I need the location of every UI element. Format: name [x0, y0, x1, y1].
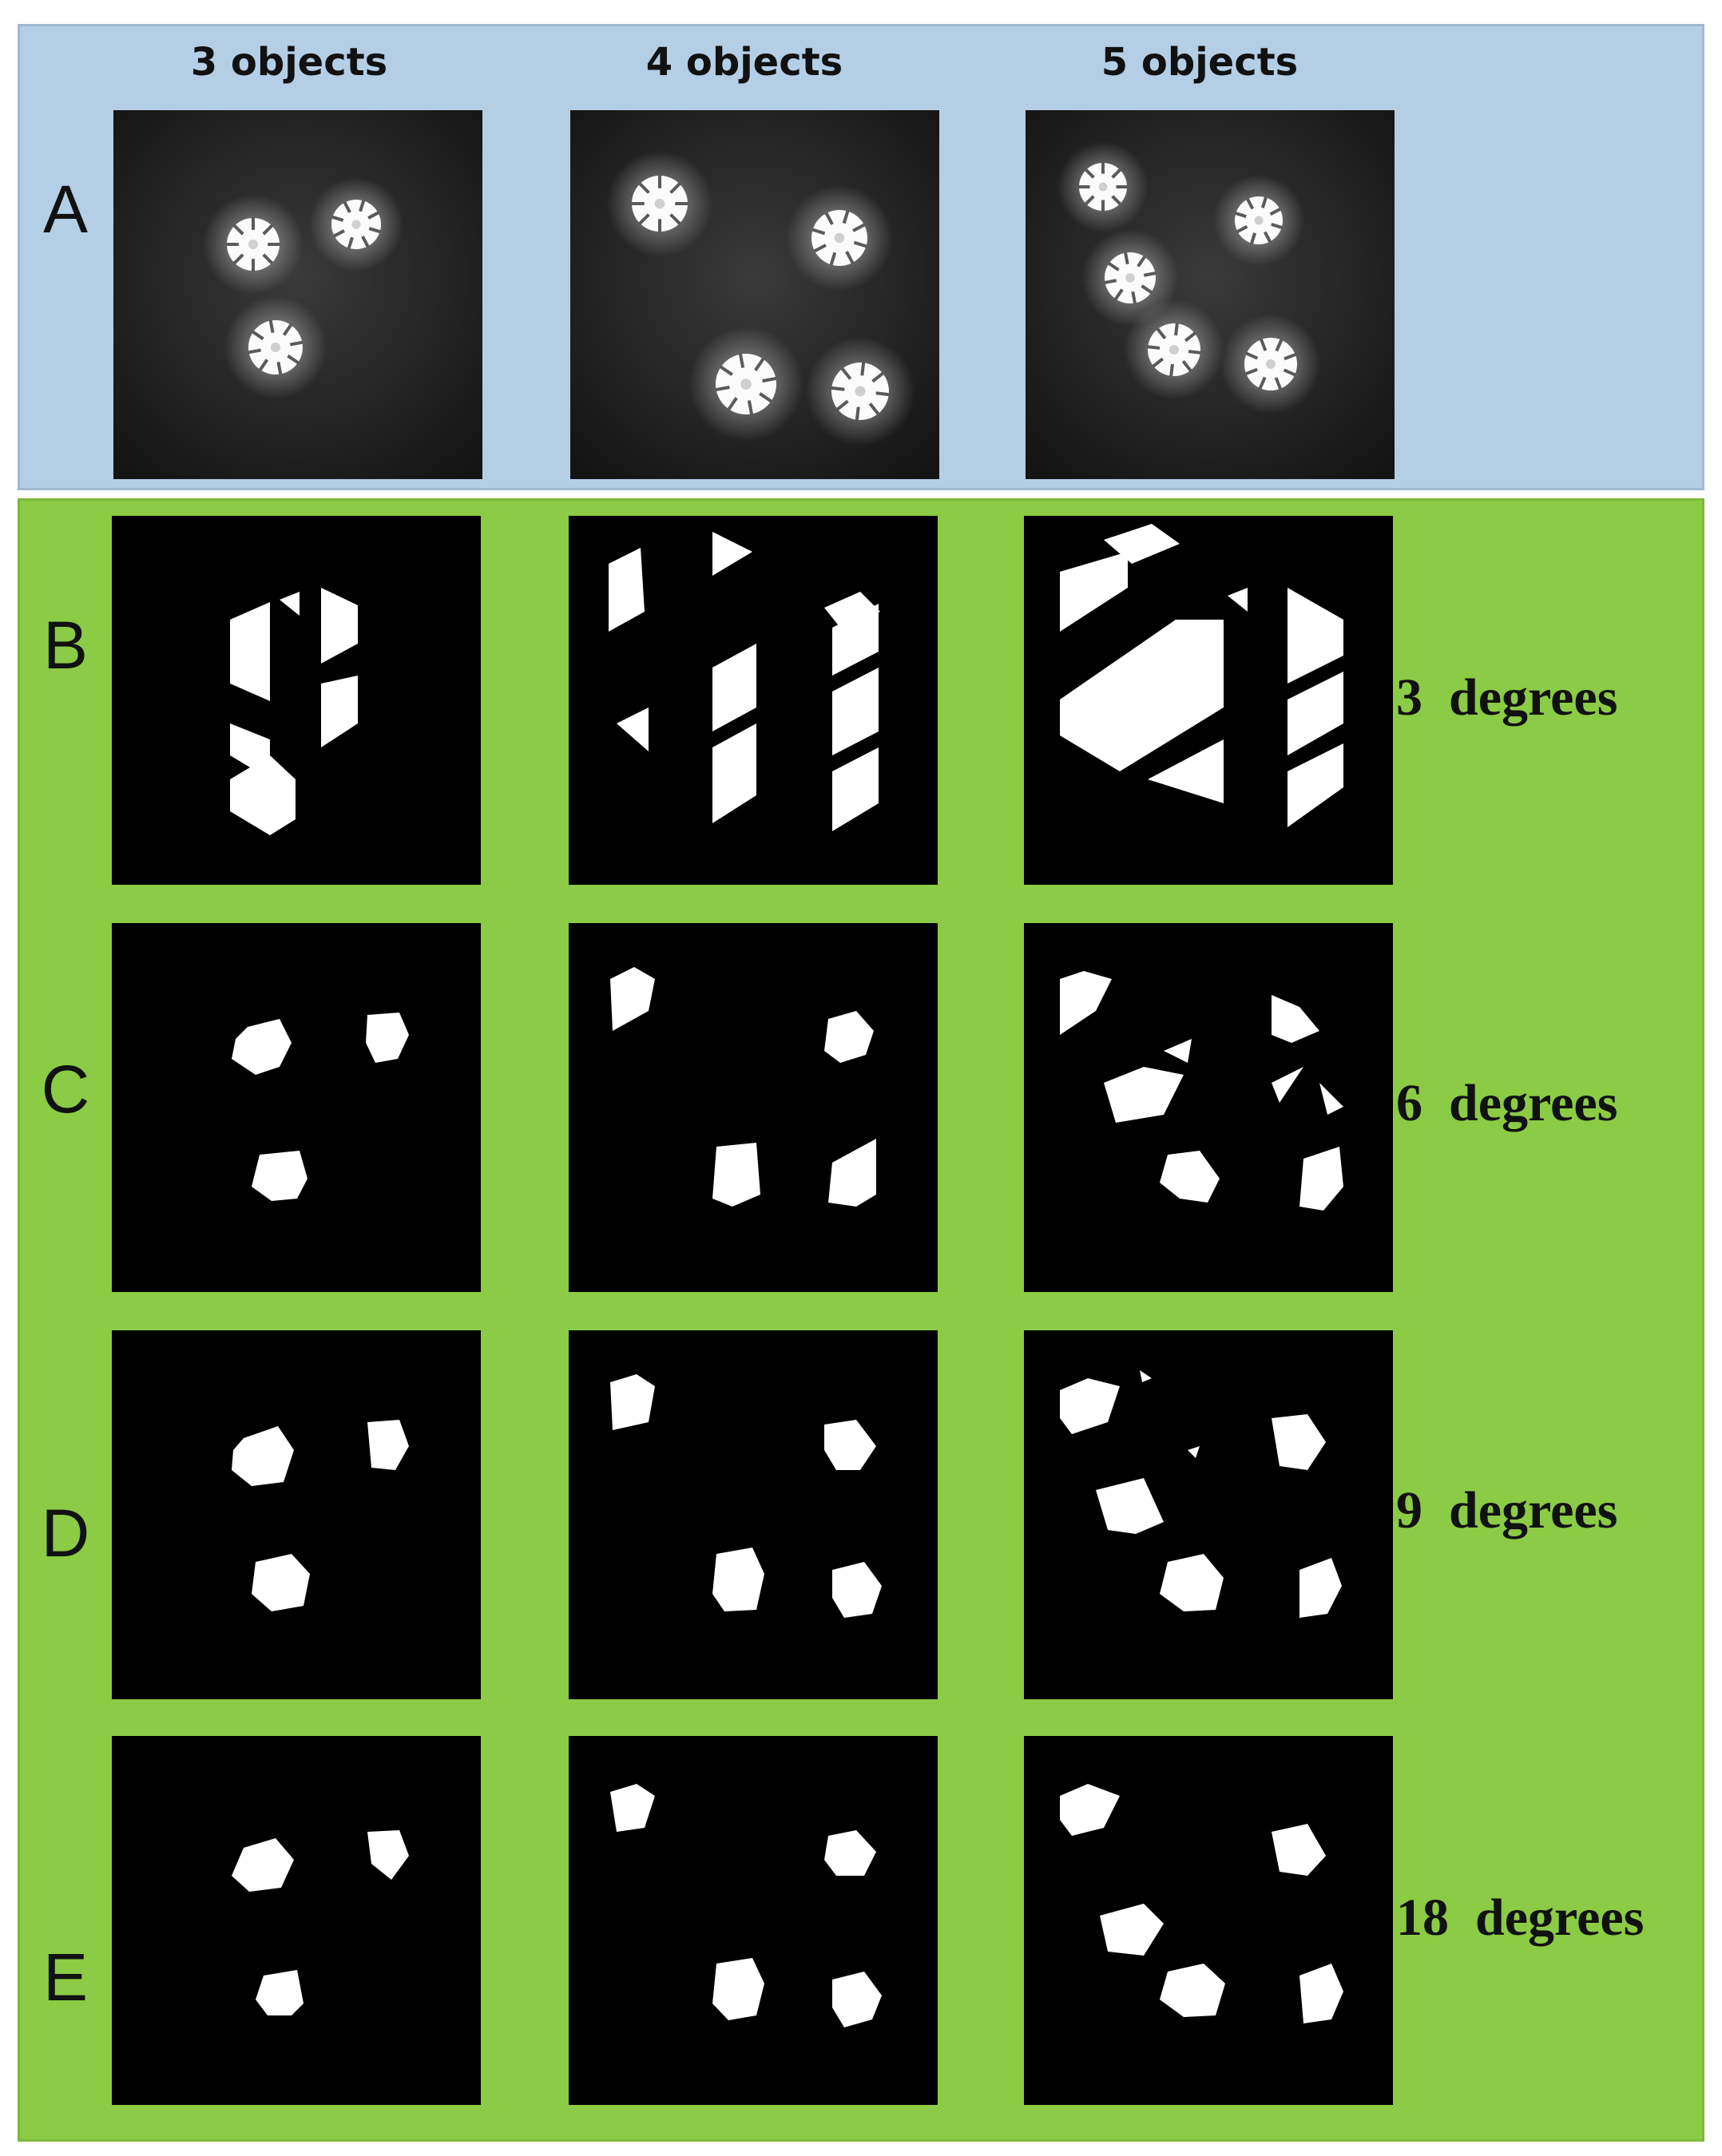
photo-4-objects — [570, 110, 939, 479]
mask-3deg-4-objects — [569, 516, 938, 885]
mask-3deg-3-objects — [112, 516, 481, 885]
sample-disk — [1081, 229, 1179, 327]
column-title-5-objects: 5 objects — [1101, 40, 1299, 85]
degrees-label-6: 6 degrees — [1396, 1074, 1618, 1132]
mask-6deg-5-objects — [1024, 923, 1393, 1292]
mask-6deg-3-objects — [112, 923, 481, 1292]
row-letter-e: E — [42, 1940, 89, 2015]
degrees-label-9: 9 degrees — [1396, 1481, 1618, 1540]
column-title-3-objects: 3 objects — [190, 40, 388, 85]
sample-disk — [1057, 141, 1149, 232]
column-title-4-objects: 4 objects — [645, 40, 843, 85]
sample-disk — [805, 336, 915, 446]
row-letter-b: B — [42, 608, 89, 683]
mask-18deg-4-objects — [569, 1736, 938, 2105]
degrees-label-3: 3 degrees — [1396, 668, 1618, 727]
sample-disk — [688, 326, 804, 442]
photo-3-objects — [113, 110, 482, 479]
sample-disk — [606, 150, 713, 257]
mask-6deg-4-objects — [569, 923, 938, 1292]
mask-9deg-4-objects — [569, 1330, 938, 1699]
sample-disk — [309, 177, 403, 271]
sample-disk — [786, 184, 893, 291]
sample-disk — [224, 295, 327, 399]
degrees-label-18: 18 degrees — [1396, 1888, 1645, 1947]
mask-18deg-3-objects — [112, 1736, 481, 2105]
sample-disk — [1124, 299, 1224, 400]
sample-disk — [1213, 175, 1304, 266]
row-letter-a: A — [42, 172, 89, 247]
row-letter-c: C — [41, 1052, 90, 1127]
mask-3deg-5-objects — [1024, 516, 1393, 885]
mask-9deg-3-objects — [112, 1330, 481, 1699]
sample-disk — [1220, 314, 1321, 414]
mask-9deg-5-objects — [1024, 1330, 1393, 1699]
photo-5-objects — [1026, 110, 1395, 479]
sample-disk — [203, 194, 304, 295]
mask-18deg-5-objects — [1024, 1736, 1393, 2105]
row-letter-d: D — [41, 1496, 90, 1571]
